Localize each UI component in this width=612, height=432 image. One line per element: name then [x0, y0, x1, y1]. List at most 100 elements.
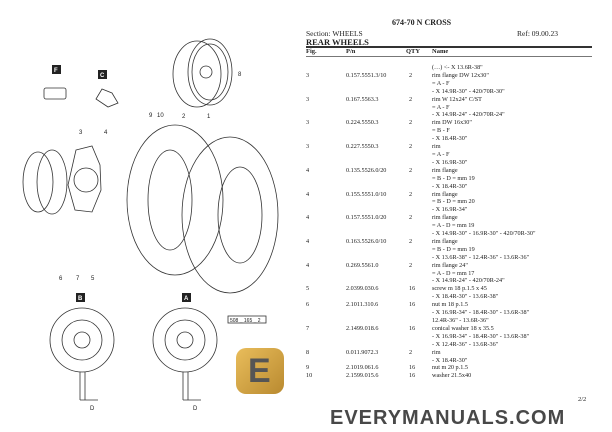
- row-name-line: - X 13.6R-38" - 12.4R-36" - 13.6R-36": [432, 253, 530, 261]
- row-name-line: nut m 20 p.1.5: [432, 364, 468, 372]
- label-c: C: [100, 73, 105, 79]
- row-qty: 2: [409, 348, 413, 356]
- row-qty: 2: [409, 214, 413, 222]
- row-name: rim flange= B - D = mm 20- X 16.9R-34": [432, 191, 596, 215]
- row-qty: 16: [409, 301, 416, 309]
- row-name-line: - X 16.9R-34" - 18.4R-30" - 13.6R-38": [432, 332, 530, 340]
- row-name-line: = A - F: [432, 103, 450, 111]
- row-name-line: rim DW 16x30": [432, 119, 472, 127]
- rim-8-drawing: [172, 38, 233, 108]
- row-name: nut m 18 p.1.5- X 16.9R-34" - 18.4R-30" …: [432, 301, 596, 325]
- header-rule-top: [306, 46, 592, 48]
- row-name-line: rim flange: [432, 214, 458, 222]
- row-qty: 2: [409, 190, 413, 198]
- row-name: rim W 12x24" C/ST= A - F- X 14.9R-24" - …: [432, 96, 596, 120]
- row-part-number: 0.163.5526.0/10: [346, 237, 387, 245]
- row-qty: 16: [409, 372, 416, 380]
- row-part-number: 2.1019.061.6: [346, 364, 379, 372]
- exploded-diagram: F C B A 1 2 3 4 5 6 7 8 9 10 D D 508 _ 1…: [22, 38, 279, 412]
- column-header-name: Name: [432, 48, 449, 55]
- row-name-line: - X 18.4R-30": [432, 356, 468, 364]
- row-name-line: - X 18.4R-30": [432, 182, 468, 190]
- callout-5: 5: [91, 276, 95, 282]
- callout-1: 1: [207, 114, 211, 120]
- row-fig: 4: [306, 166, 310, 174]
- label-f: F: [54, 68, 58, 74]
- row-name-line: conical washer 18 x 35.5: [432, 324, 494, 332]
- row-name: rim flange= A - D = mm 19- X 14.9R-30" -…: [432, 214, 596, 238]
- row-name-line: = A - F: [432, 150, 450, 158]
- row-fig: 3: [306, 71, 310, 79]
- row-name: screw m 18 p.1.5 x 45- X 18.4R-30" - 13.…: [432, 285, 596, 301]
- row-qty: 2: [409, 237, 413, 245]
- row-part-number: 2.0399.030.6: [346, 285, 379, 293]
- row-name-line: - X 14.9R-24" - 420/70R-24": [432, 277, 505, 285]
- rim-disc-drawing: [22, 145, 102, 215]
- document-title: 674-70 N CROSS: [392, 18, 452, 27]
- row-name: conical washer 18 x 35.5- X 16.9R-34" - …: [432, 325, 596, 349]
- row-name: rim DW 16x30"= B - F- X 18.4R-30": [432, 119, 596, 143]
- row-part-number: 0.224.5550.3: [346, 119, 379, 127]
- row-name-line: (…) <- X 13.6R-38": [432, 64, 483, 71]
- row-name-line: rim flange 24": [432, 261, 468, 269]
- row-qty: 2: [409, 143, 413, 151]
- row-qty: 2: [409, 71, 413, 79]
- label-a: A: [184, 296, 189, 302]
- row-part-number: 0.155.5551.0/10: [346, 190, 387, 198]
- row-name-line: - X 18.4R-30" - 13.6R-38": [432, 293, 499, 301]
- table-row: (…) <- X 13.6R-38": [306, 64, 596, 72]
- row-fig: 3: [306, 119, 310, 127]
- row-part-number: 2.1011.310.6: [346, 301, 379, 309]
- row-name: rim= A - F- X 16.9R-30": [432, 143, 596, 167]
- row-name-line: - X 16.9R-30": [432, 158, 468, 166]
- column-header-qty: QTY: [406, 48, 421, 55]
- row-qty: 2: [409, 261, 413, 269]
- column-header-pn: P/n: [346, 48, 356, 55]
- row-fig: 7: [306, 324, 310, 332]
- row-name-line: = A - D = mm 17: [432, 269, 475, 277]
- header-rule-bottom: [306, 56, 592, 58]
- row-name-line: - X 14.9R-30" - 420/70R-30": [432, 87, 505, 95]
- table-row: 4 0.269.5561.0 2 rim flange 24"= A - D = mm…: [306, 262, 596, 286]
- dimension-d-a: D: [193, 406, 198, 412]
- page-number: 2/2: [578, 396, 587, 403]
- row-qty: 16: [409, 285, 416, 293]
- row-fig: 4: [306, 261, 310, 269]
- row-name-line: = B - D = mm 20: [432, 198, 475, 206]
- table-row: 7 2.1499.018.6 16 conical washer 18 x 35.5-…: [306, 325, 596, 349]
- callout-3: 3: [79, 130, 83, 136]
- hub-a-drawing: [152, 307, 218, 400]
- row-name-line: rim flange: [432, 237, 458, 245]
- callout-2: 2: [182, 114, 186, 120]
- row-qty: 2: [409, 95, 413, 103]
- row-name-line: = A - D = mm 19: [432, 222, 475, 230]
- row-fig: 10: [306, 372, 313, 380]
- row-part-number: 2.1599.015.6: [346, 372, 379, 380]
- row-fig: 5: [306, 285, 310, 293]
- table-row: 5 2.0399.030.6 16 screw m 18 p.1.5 x 45- X …: [306, 285, 596, 301]
- row-name-line: 12.4R-36" - 13.6R-36": [432, 317, 489, 324]
- row-name-line: - X 14.9R-24" - 420/70R-24": [432, 111, 505, 119]
- row-name-line: = A - F: [432, 79, 450, 87]
- row-part-number: 0.269.5561.0: [346, 261, 379, 269]
- row-name-line: rim flange: [432, 166, 458, 174]
- callout-4: 4: [104, 130, 108, 136]
- row-name: rim flange= B - D = mm 19- X 18.4R-30": [432, 167, 596, 191]
- callout-9: 9: [149, 113, 153, 119]
- row-name-line: screw m 18 p.1.5 x 45: [432, 285, 487, 293]
- row-name: rim flange 24"= A - D = mm 17- X 14.9R-2…: [432, 262, 596, 286]
- row-part-number: 2.1499.018.6: [346, 324, 379, 332]
- callout-8: 8: [238, 72, 242, 78]
- tire-drawing: [126, 124, 279, 294]
- row-qty: 16: [409, 324, 416, 332]
- row-name-line: - X 16.9R-34": [432, 206, 468, 214]
- row-fig: 3: [306, 95, 310, 103]
- watermark-logo: E: [236, 348, 284, 394]
- callout-10: 10: [157, 113, 164, 119]
